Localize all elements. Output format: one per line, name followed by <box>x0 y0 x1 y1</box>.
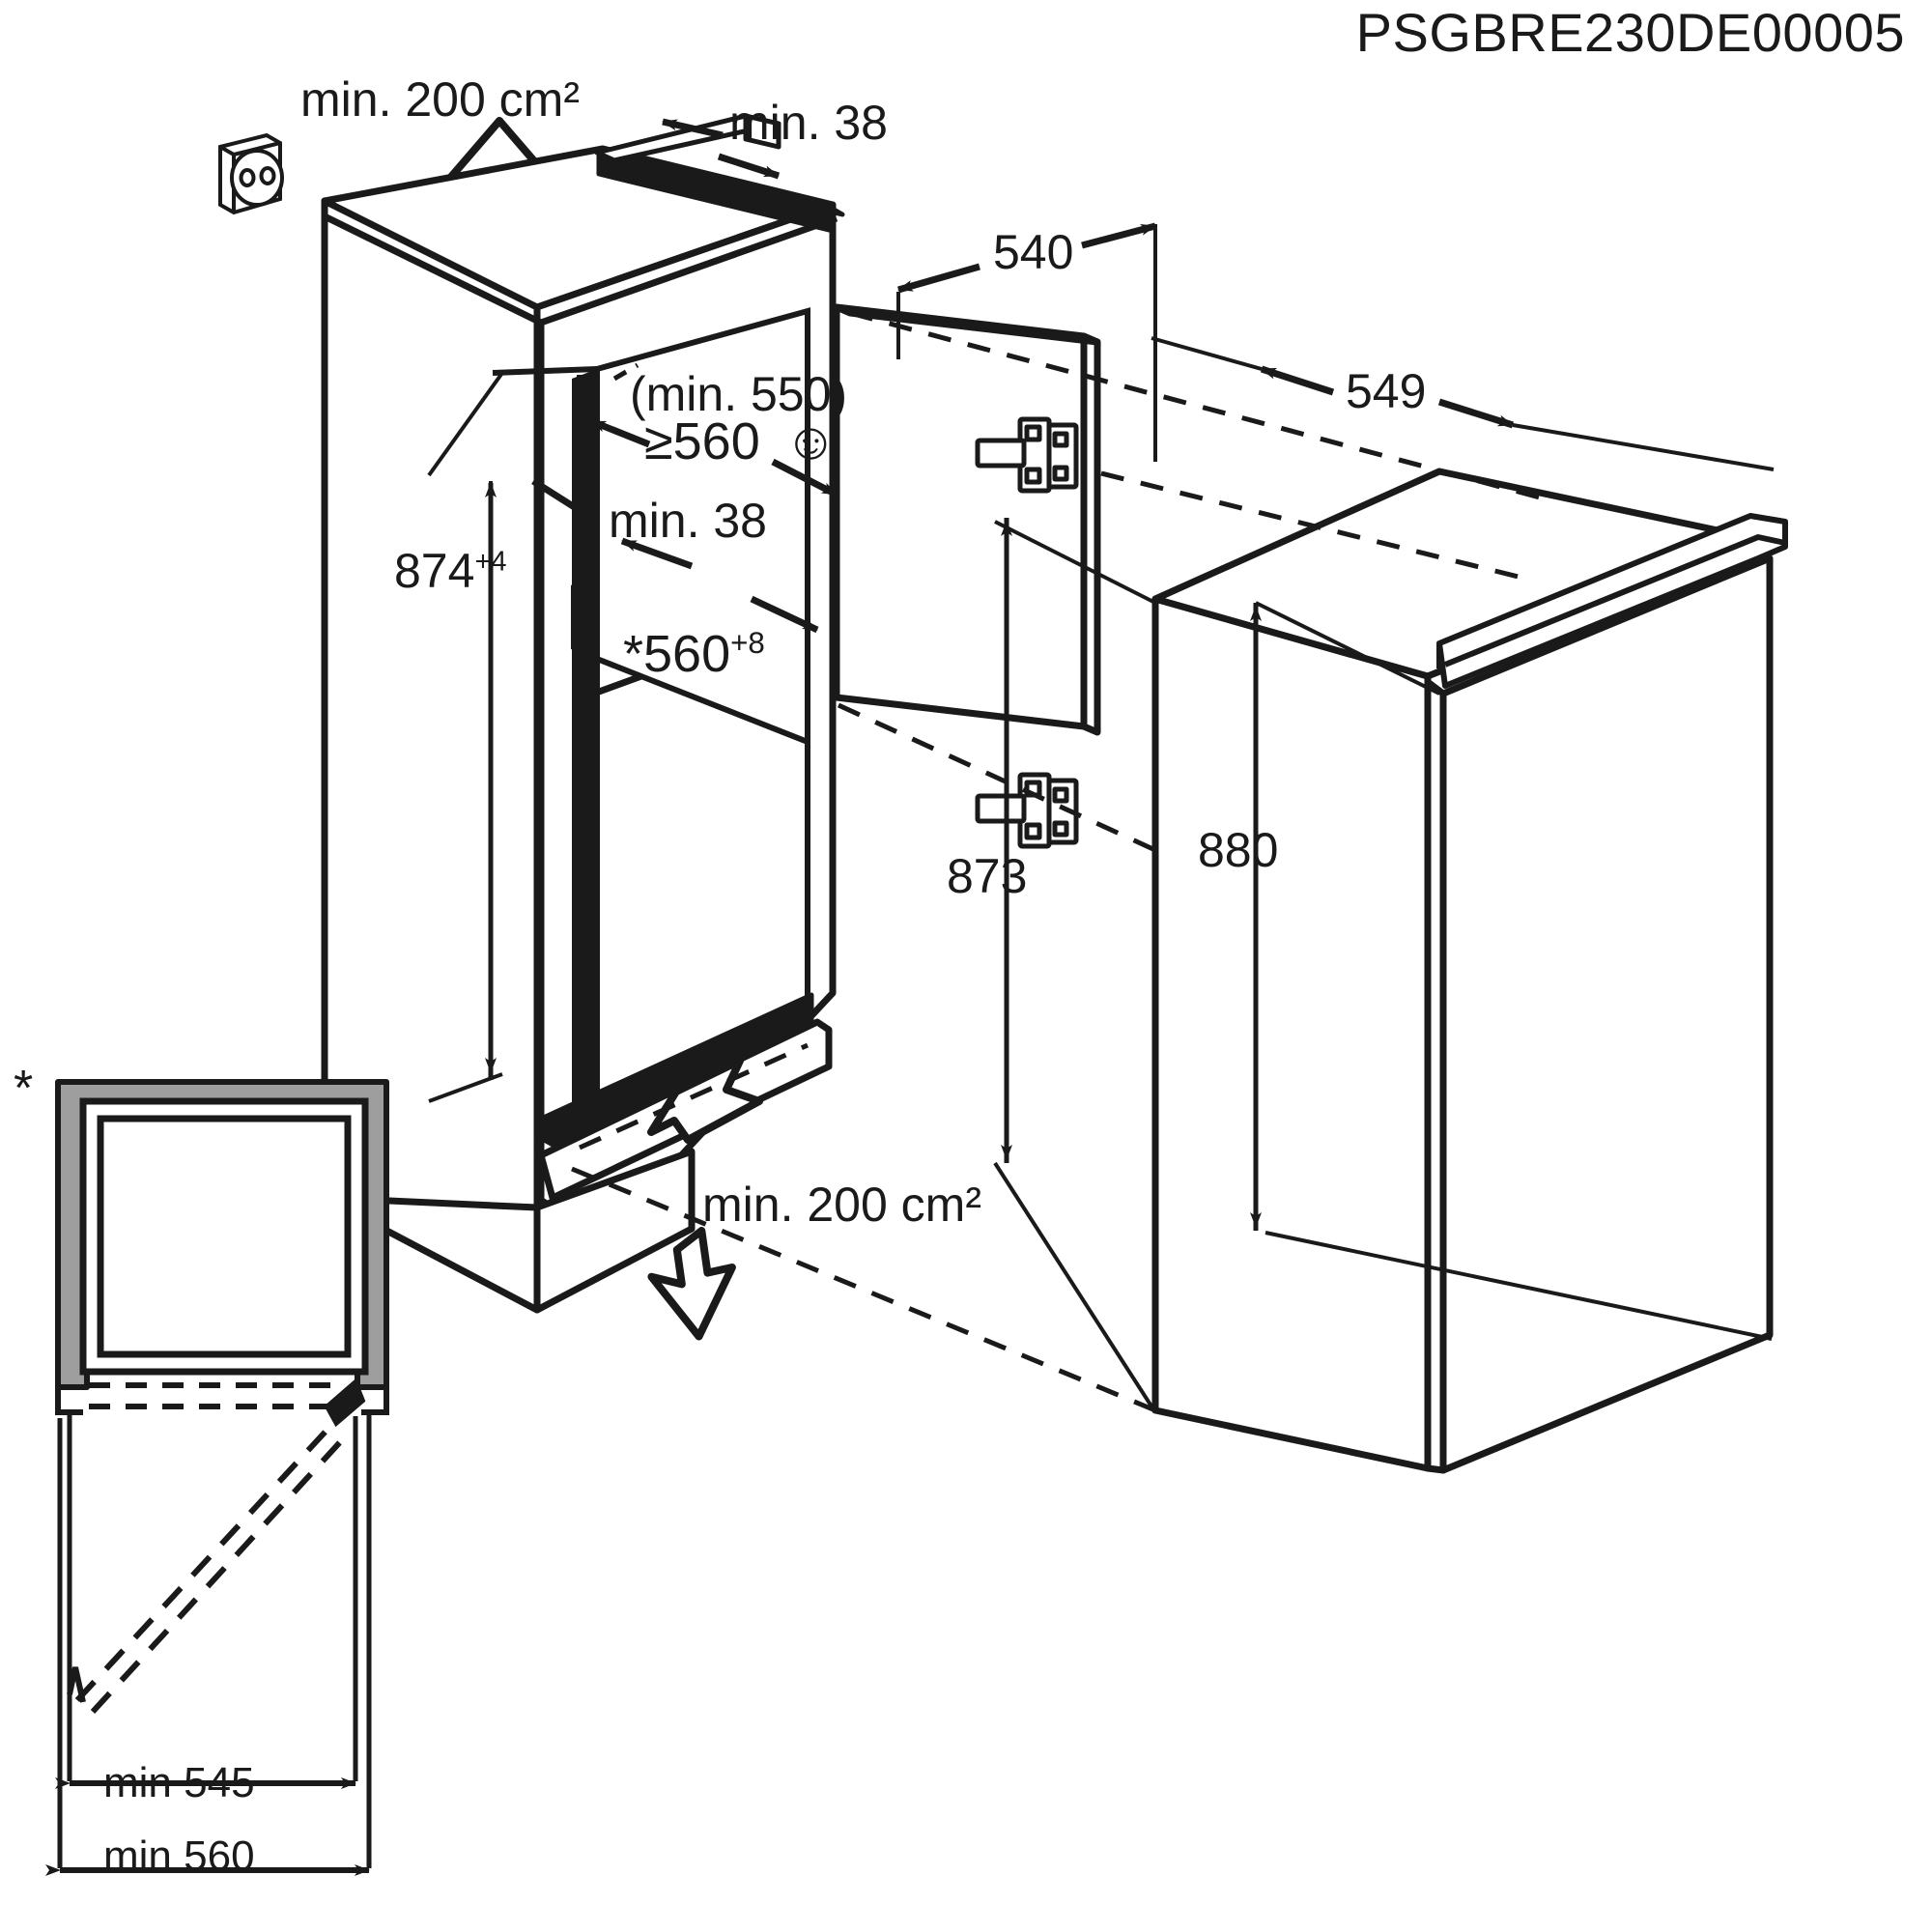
dimension-549 <box>1151 336 1775 471</box>
leader-min550 <box>612 362 639 382</box>
niche-width-value: ≥560 <box>644 412 760 470</box>
label-top-clearance: min. 38 <box>729 96 888 150</box>
leader-560p8 <box>576 595 819 703</box>
label-side-clearance: min. 38 <box>609 494 767 548</box>
dimension-540 <box>896 222 1157 462</box>
label-niche-width-star: *560+8 <box>623 628 765 680</box>
smiley-icon: ☺ <box>783 412 838 470</box>
label-door-height: 880 <box>1198 823 1279 877</box>
label-niche-height: 874+4 <box>394 547 507 595</box>
label-detail-min-inner: min 545 <box>103 1759 255 1806</box>
appliance-door-panel <box>1424 554 1774 1474</box>
niche-width-tolerance: +8 <box>730 626 765 660</box>
leader-ge560 <box>589 417 838 498</box>
door-hinge-icon-bottom <box>975 772 1079 849</box>
label-detail-marker: * <box>14 1061 34 1117</box>
label-niche-width-recommended: ≥560 ☺ <box>644 415 838 468</box>
label-appliance-depth: 549 <box>1346 364 1427 418</box>
label-detail-min-outer: min 560 <box>103 1833 255 1880</box>
niche-height-tolerance: +4 <box>474 546 507 578</box>
label-bottom-ventilation: min. 200 cm² <box>702 1178 981 1232</box>
power-socket-icon <box>218 132 284 215</box>
door-hinge-icon-top <box>975 416 1079 494</box>
detail-drawing-plan-view <box>45 1079 389 1876</box>
niche-top-panel <box>594 113 845 233</box>
ventilation-in-arrow-icon <box>647 1057 763 1144</box>
ventilation-down-arrow-icon <box>647 1227 736 1341</box>
niche-height-value: 874 <box>394 544 475 598</box>
label-appliance-height: 873 <box>947 849 1028 903</box>
projection-dashed-lines <box>571 310 1545 1413</box>
label-top-ventilation: min. 200 cm² <box>300 72 580 127</box>
appliance-top-handle <box>1436 513 1788 689</box>
leader-min38-top <box>662 118 781 180</box>
niche-width-star-value: *560 <box>623 625 731 683</box>
document-code: PSGBRE230DE00005 <box>1355 2 1905 63</box>
leader-min38-mid <box>531 478 694 570</box>
label-niche-width-min: (min. 550) <box>630 367 848 421</box>
dimension-873 <box>993 518 1157 1414</box>
niche-side-shadow-panel <box>572 369 597 1159</box>
label-niche-depth: 540 <box>993 225 1074 279</box>
dimension-880 <box>1250 601 1773 1341</box>
